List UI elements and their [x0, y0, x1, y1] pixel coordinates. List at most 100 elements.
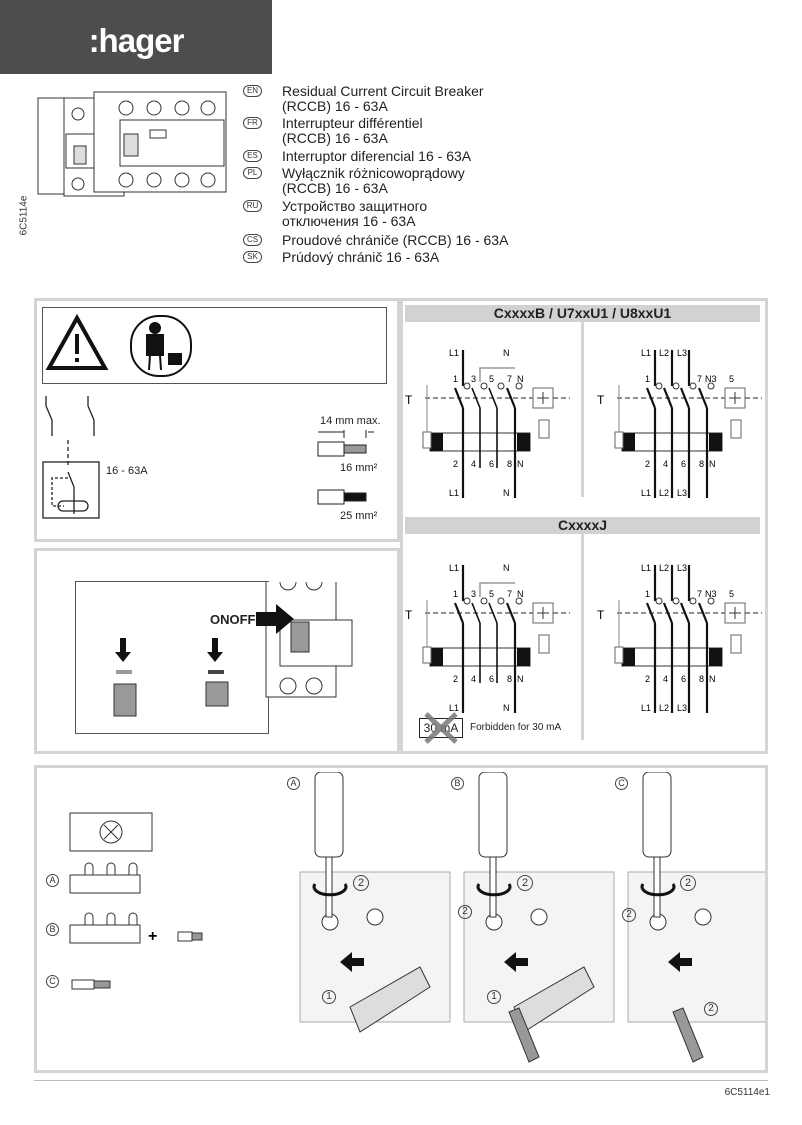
screwdriver-handle — [314, 772, 344, 858]
document-code-vertical: 6C5114e — [18, 195, 30, 236]
test-circuit — [615, 600, 620, 651]
terminal-number: N — [517, 589, 524, 599]
terminal-number: 5 — [489, 589, 494, 599]
language-badge: RU — [243, 200, 262, 212]
rotate-arrow-icon — [312, 883, 348, 897]
hager-logo: :hager — [88, 22, 185, 59]
phase-label: L3 — [677, 348, 687, 358]
language-badge: FR — [243, 117, 262, 129]
screwdriver-shaft — [653, 856, 661, 918]
terminal-number: 8 — [507, 459, 512, 469]
switch-contact — [453, 387, 465, 409]
phase-label: L3 — [677, 703, 687, 713]
phase-label: N — [503, 488, 510, 498]
switch-contact — [662, 602, 674, 624]
wiring-panel — [400, 298, 768, 754]
rotate-arrow-icon — [476, 883, 512, 897]
phase-label: L1 — [641, 703, 651, 713]
trip-coil — [730, 419, 742, 439]
test-label: T — [597, 608, 605, 622]
insert-arrow-icon — [340, 952, 364, 972]
switch-contact — [645, 387, 657, 409]
phase-label: N — [503, 563, 510, 573]
terminal-number: 4 — [663, 459, 668, 469]
step-number: 2 — [622, 908, 636, 922]
footer-divider — [34, 1080, 768, 1081]
phase-label: L1 — [641, 488, 651, 498]
terminal-number: 7 — [697, 589, 702, 599]
wiring-title-j: CxxxxJ — [405, 517, 760, 534]
core-end — [430, 648, 443, 666]
terminal-number: N3 — [705, 589, 717, 599]
electrician-icon — [130, 315, 192, 377]
option-a-label: A — [46, 874, 59, 887]
insert-arrow-icon — [668, 952, 692, 972]
step-number: 2 — [704, 1002, 718, 1016]
trip-coil — [538, 634, 550, 654]
phase-label: L3 — [677, 488, 687, 498]
switch-contact — [471, 602, 481, 624]
cable-illustrations — [317, 430, 374, 505]
screw-terminal — [366, 908, 384, 926]
switch-contact — [679, 602, 691, 624]
test-label: T — [405, 393, 413, 407]
trip-coil — [730, 634, 742, 654]
divider — [581, 322, 584, 497]
test-circuit — [615, 385, 620, 436]
step-number: 1 — [487, 990, 501, 1004]
core-end — [517, 648, 530, 666]
phase-label: L2 — [659, 563, 669, 573]
cable — [672, 1007, 704, 1063]
divider — [581, 534, 584, 740]
connection-panel — [34, 765, 768, 1073]
brand-header — [0, 0, 272, 74]
terminal-number: 5 — [729, 589, 734, 599]
switch-illustration — [113, 582, 353, 717]
core-end — [622, 648, 635, 666]
terminal-number: 2 — [645, 674, 650, 684]
resistor — [614, 646, 624, 664]
switch-contact — [697, 387, 709, 409]
terminal-number: 6 — [681, 674, 686, 684]
terminal-icon — [497, 597, 505, 605]
terminal-number: 1 — [645, 374, 650, 384]
step-number: 1 — [322, 990, 336, 1004]
specs-panel — [34, 298, 400, 542]
language-badge: EN — [243, 85, 262, 97]
terminal-number: N — [709, 674, 716, 684]
switch-contact — [488, 387, 498, 409]
terminal-number: 4 — [663, 674, 668, 684]
phase-label: L2 — [659, 703, 669, 713]
phase-label: N — [503, 703, 510, 713]
neutral-link — [479, 367, 515, 382]
terminal-icon — [480, 382, 488, 390]
svg-text:+: + — [148, 928, 157, 945]
language-badge: SK — [243, 251, 262, 263]
language-text: Proudové chrániče (RCCB) 16 - 63A — [282, 232, 509, 248]
terminal-icon — [515, 382, 523, 390]
terminal-number: N — [517, 459, 524, 469]
switch-contact — [505, 387, 517, 409]
strip-length-label: 14 mm max. — [320, 415, 381, 427]
busbar-options: + — [69, 812, 203, 990]
operation-panel — [34, 548, 400, 754]
resistor — [422, 646, 432, 664]
cable-25mm-label: 25 mm² — [340, 510, 378, 522]
step-number: 2 — [517, 875, 533, 891]
step-b-label: B — [451, 777, 464, 790]
terminal-number: 6 — [681, 459, 686, 469]
phase-label: L1 — [449, 488, 459, 498]
terminal-icon — [497, 382, 505, 390]
step-number: 2 — [680, 875, 696, 891]
terminal-icon — [689, 597, 697, 605]
core-end — [709, 648, 722, 666]
terminal-number: 3 — [471, 374, 476, 384]
terminal-number: 2 — [645, 459, 650, 469]
resistor — [614, 431, 624, 449]
terminal-number: N — [517, 674, 524, 684]
terminal-number: 6 — [489, 459, 494, 469]
terminal-number: 8 — [699, 674, 704, 684]
onoff-label: ONOFF — [210, 612, 256, 627]
